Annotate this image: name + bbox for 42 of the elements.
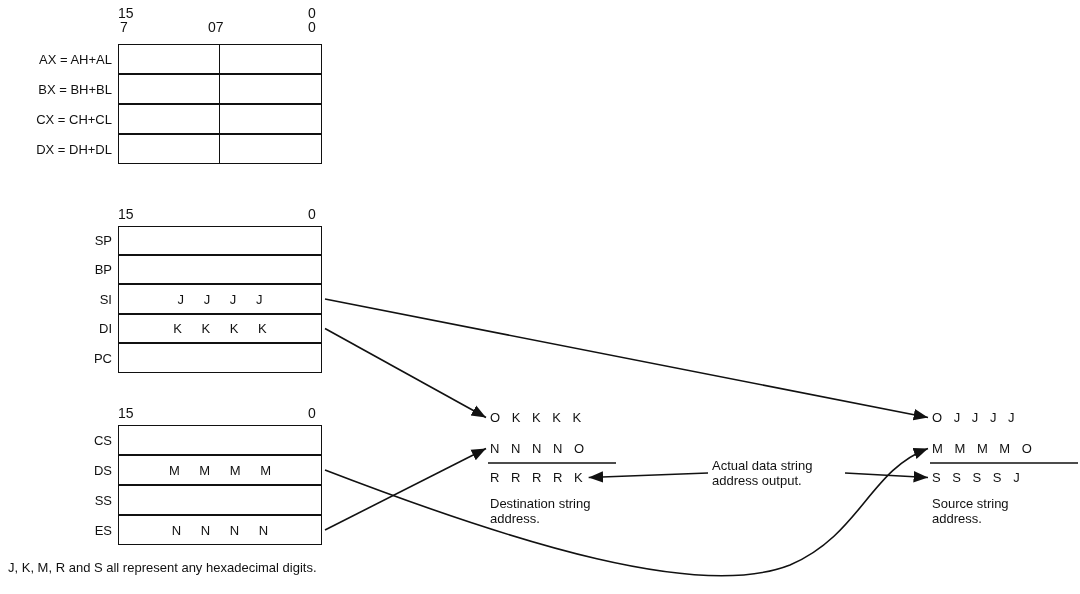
register-name: CS [92,432,113,448]
register-name: SP [93,233,113,248]
arrow [324,298,929,421]
hex-digits: J J J J [177,291,263,307]
address-digits: R R R R K [490,470,583,485]
arrow [324,447,487,531]
bit-number: 15 [118,6,134,21]
register-name: SI [98,291,113,307]
arrow [324,447,929,577]
arrow [324,327,487,419]
register-name: ES [93,522,113,538]
address-digits: S S S S J [932,470,1020,485]
bit-number: 0 [308,20,316,35]
bit-number: 0 [308,6,316,21]
arrow [587,471,709,483]
note-text: Actual data string address output. [712,458,842,488]
register-name: DS [92,462,113,478]
address-digits: M M M M O [932,441,1032,456]
register-name: CX = CH+CL [35,111,113,127]
register-name: DI [98,321,113,336]
hex-digits: N N N N [171,522,269,538]
bit-number: 0 [308,207,316,222]
register-name: AX = AH+AL [38,51,113,67]
register-name: PC [92,350,113,366]
bit-number: 15 [118,207,134,222]
address-caption: Source string address. [932,496,1010,526]
register-name: BX = BH+BL [37,81,113,97]
register-name: SS [93,492,113,508]
address-digits: O K K K K [490,410,582,425]
address-digits: O J J J J [932,410,1015,425]
bit-number: 07 [208,20,224,35]
register-name: BP [93,262,113,277]
hex-digits: M M M M [168,462,272,478]
address-digits: N N N N O [490,441,585,456]
address-caption: Destination string address. [490,496,592,526]
hex-digits: K K K K [173,321,267,336]
bit-number: 15 [118,406,134,421]
footnote: J, K, M, R and S all represent any hexadecimal digits. [8,560,317,575]
register-name: DX = DH+DL [35,141,113,157]
arrow [844,470,929,483]
bit-number: 0 [308,406,316,421]
bit-number: 7 [120,20,128,35]
